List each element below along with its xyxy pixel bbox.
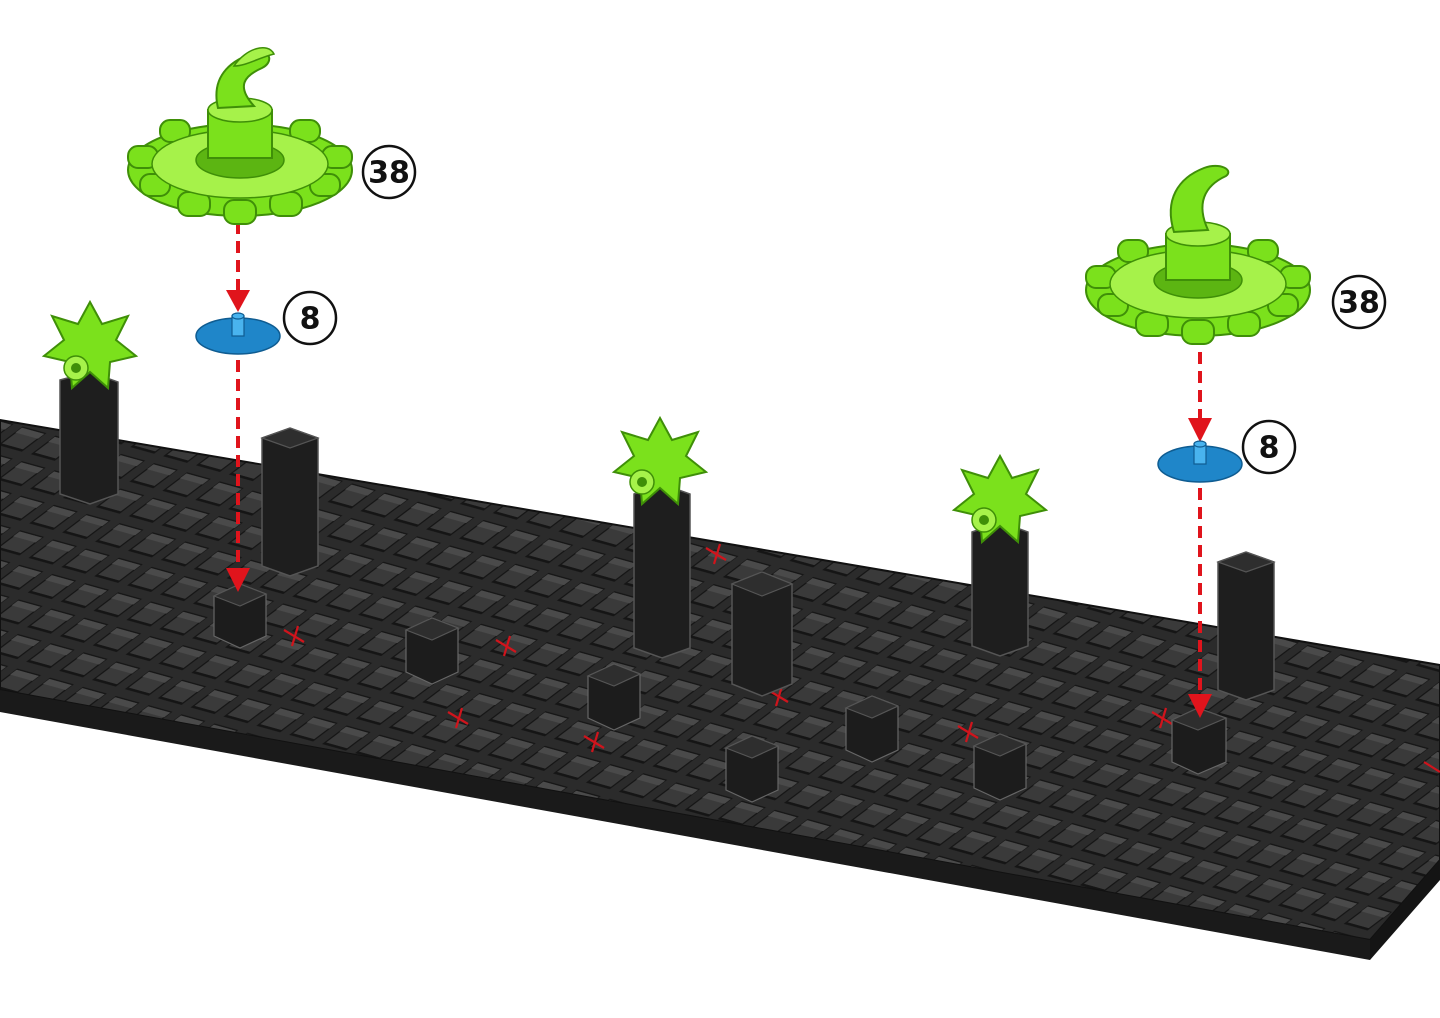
stub-block [588,664,640,730]
stub-block [406,618,458,684]
stub-block [214,584,266,648]
post [1218,552,1274,700]
stub-block [846,696,898,762]
gear-part-icon [1086,166,1310,344]
stub-block [726,736,778,802]
gear-part-icon [128,48,352,224]
post [972,522,1028,656]
callout-gear-right: 38 [1333,276,1385,328]
post [732,572,792,696]
callout-label: 38 [368,156,410,191]
callout-label: 8 [1259,431,1280,466]
callout-washer-right: 8 [1243,421,1295,473]
post [262,428,318,576]
callout-gear-left: 38 [363,146,415,198]
callout-label: 38 [1338,286,1380,321]
washer-part-icon [1158,441,1242,482]
stub-block [1172,708,1226,774]
arrowhead-icon [226,290,250,312]
post [60,372,118,504]
callout-label: 8 [300,302,321,337]
stub-block [974,734,1026,800]
washer-part-icon [196,313,280,354]
arrowhead-icon [1188,418,1212,442]
post [634,484,690,658]
callout-washer-left: 8 [284,292,336,344]
